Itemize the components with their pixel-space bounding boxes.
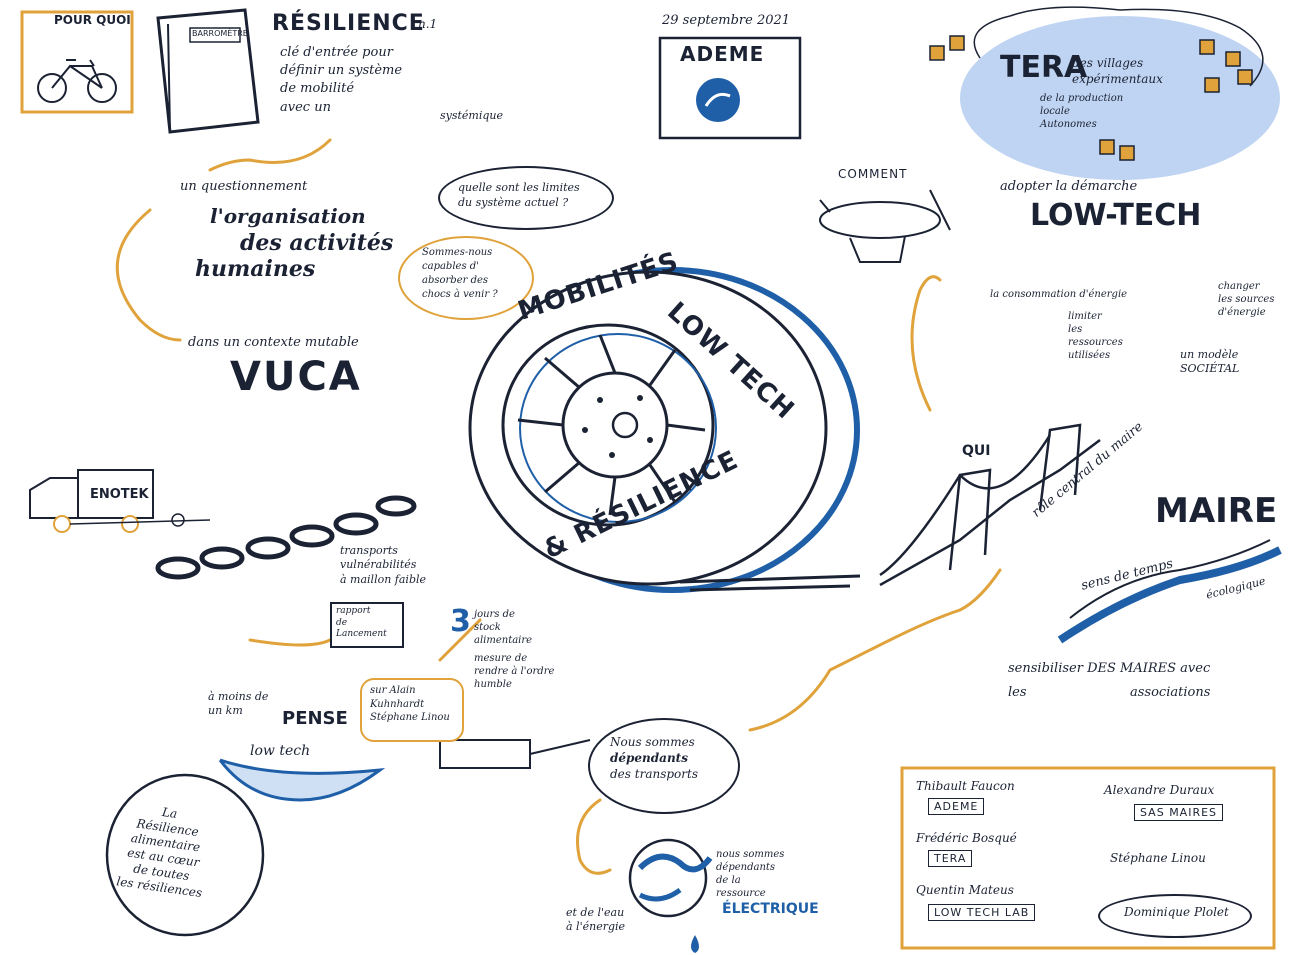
chain-text: transports vulnérabilités à maillon faib… — [340, 544, 427, 586]
limits-bubble — [438, 166, 614, 230]
resilience-circle-text: La Résilience alimentaire est au cœur de… — [115, 804, 203, 901]
bridge-icon — [879, 423, 1101, 587]
organisation-line2: des activités — [240, 230, 394, 256]
ademe-card — [658, 36, 802, 140]
dependants-bubble — [588, 718, 740, 814]
qui-label: QUI — [962, 443, 991, 459]
book-title: BARROMÈTRE — [192, 29, 248, 38]
mesure-text: mesure de rendre à l'ordre humble — [474, 653, 555, 690]
speaker-org: SAS MAIRES — [1134, 804, 1224, 821]
speaker-name: Stéphane Linou — [1110, 851, 1206, 865]
maire-label: MAIRE — [1155, 491, 1278, 531]
report-card — [330, 602, 404, 648]
chocs-bubble-text: Sommes-nous capables d' absorber des cho… — [422, 247, 498, 300]
leaf-shape — [218, 758, 386, 802]
demarche-label: adopter la démarche — [1000, 179, 1138, 194]
questionnement-label: un questionnement — [180, 179, 308, 194]
river — [1057, 539, 1282, 644]
electrique-label: ÉLECTRIQUE — [722, 901, 819, 917]
modele-text: un modèle SOCIÉTAL — [1180, 348, 1240, 376]
pour-quoi-label: POUR QUOI — [54, 13, 131, 27]
central-wheel — [468, 267, 861, 593]
chain-icon — [155, 495, 417, 580]
flow-arrows — [115, 138, 1002, 875]
tera-cloud — [929, 6, 1280, 180]
resilience-sub: n.1 — [418, 17, 438, 31]
battery-icon — [439, 739, 591, 769]
ressource-text: nous sommes dépendants de la ressource — [716, 849, 785, 899]
associations-label: associations — [1130, 685, 1211, 700]
changer-text: changer les sources d'énergie — [1218, 281, 1275, 318]
speaker-name: Quentin Mateus — [916, 883, 1014, 897]
forets-text: et de l'eau à l'énergie — [566, 906, 626, 934]
jours-text: jours de stock alimentaire — [474, 609, 533, 646]
les-label: les — [1008, 685, 1027, 700]
book-icon — [156, 8, 260, 134]
chocs-bubble — [398, 236, 534, 320]
tera-text: des villages expérimentaux — [1072, 56, 1163, 86]
tera-sub: de la production locale Autonomes — [1040, 93, 1124, 130]
dependants-text: Nous sommes dépendants des transports — [610, 735, 698, 782]
organisation-line3: humaines — [195, 256, 316, 282]
speaker-ref-text: sur Alain Kuhnhardt Stéphane Linou — [370, 685, 450, 723]
vuca-label: VUCA — [230, 354, 362, 400]
contexte-label: dans un contexte mutable — [188, 335, 359, 350]
organisation-line1: l'organisation — [210, 204, 366, 228]
tera-label: TERA — [1000, 50, 1088, 85]
moins-text: à moins de un km — [208, 690, 269, 718]
report-card-text: rapport de Lancement — [336, 606, 387, 640]
speakers-frame — [900, 766, 1276, 950]
comment-label: COMMENT — [838, 167, 908, 181]
sensibiliser-label: sensibiliser DES MAIRES avec — [1008, 661, 1211, 676]
ademe-label: ADEME — [680, 42, 765, 66]
speaker-name: Dominique Plolet — [1124, 905, 1229, 919]
low-tech-label: LOW-TECH — [1030, 198, 1202, 233]
speaker-bubble — [1098, 894, 1252, 938]
truck-icon — [29, 469, 211, 533]
limiter-text: limiter les ressources utilisées — [1068, 311, 1123, 361]
systemique-label: systémique — [440, 109, 504, 122]
bike-icon — [20, 10, 134, 114]
limits-bubble-text: quelle sont les limites du système actue… — [458, 181, 580, 210]
airship-icon — [819, 189, 951, 263]
speaker-name: Thibault Faucon — [916, 779, 1015, 793]
resilience-title: RÉSILIENCE — [272, 11, 425, 36]
jours-number: 3 — [450, 604, 471, 639]
water-globe-icon — [628, 838, 713, 953]
speaker-org: TERA — [928, 850, 973, 867]
speaker-org: LOW TECH LAB — [928, 904, 1036, 921]
speaker-name: Frédéric Bosqué — [916, 831, 1017, 845]
speaker-name: Alexandre Duraux — [1104, 783, 1215, 797]
low-tech-small: low tech — [250, 743, 311, 759]
event-date: 29 septembre 2021 — [662, 13, 791, 28]
pense-label: PENSE — [282, 708, 348, 729]
speaker-ref-box — [360, 678, 464, 742]
energie-label: la consommation d'énergie — [990, 289, 1128, 300]
resilience-circle — [105, 773, 265, 937]
resilience-text: clé d'entrée pour définir un système de … — [280, 45, 403, 115]
truck-label: ENOTEK — [90, 487, 149, 502]
speaker-org: ADEME — [928, 798, 985, 815]
